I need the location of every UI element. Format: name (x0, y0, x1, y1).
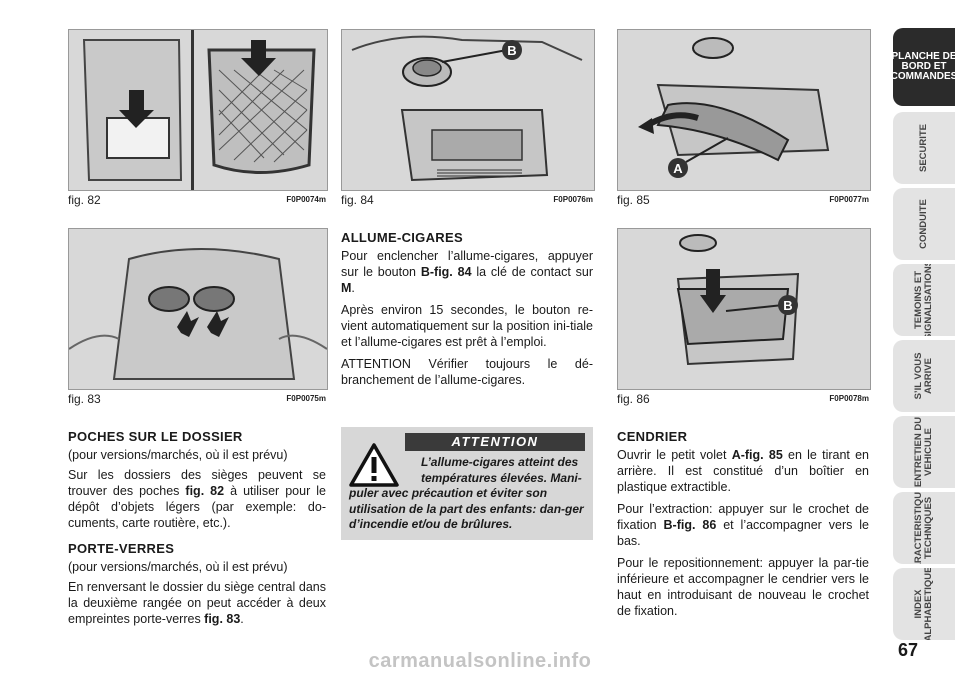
tab-securite[interactable]: SECURITE (893, 112, 955, 184)
figure-82-image (68, 29, 328, 191)
paragraph-porte-verres: En renversant le dossier du siège centra… (68, 580, 326, 626)
ashtray-open-illustration: A (618, 30, 870, 190)
figure-83-caption: fig. 83 (68, 392, 101, 406)
paragraph-allume-3: ATTENTION Vérifier toujours le dé-branch… (341, 357, 593, 387)
figure-86-caption: fig. 86 (617, 392, 650, 406)
figure-84-caption: fig. 84 (341, 193, 374, 207)
tab-entretien[interactable]: ENTRETIEN DU VEHICULE (893, 416, 955, 488)
figure-85-image: A (617, 29, 871, 191)
tab-caracteristiques[interactable]: CARACTERISTIQUES TECHNIQUES (893, 492, 955, 564)
figure-85-code: F0P0077m (829, 195, 869, 204)
section-title-poches: POCHES SUR LE DOSSIER (68, 429, 243, 444)
figure-85-caption: fig. 85 (617, 193, 650, 207)
tab-temoins[interactable]: TEMOINS ET SIGNALISATIONS (893, 264, 955, 336)
paragraph-cendrier-3: Pour le repositionnement: appuyer la par… (617, 556, 869, 618)
column-middle: ALLUME-CIGARES Pour enclencher l’allume-… (341, 230, 593, 394)
figure-86-code: F0P0078m (829, 394, 869, 403)
section-sub-porte-verres: (pour versions/marchés, où il est prévu) (68, 560, 288, 574)
column-right: CENDRIER Ouvrir le petit volet A-fig. 85… (617, 429, 869, 625)
section-title-allume-cigares: ALLUME-CIGARES (341, 230, 463, 245)
cigarette-lighter-illustration: B (342, 30, 594, 190)
tab-sil-vous-arrive[interactable]: S’IL VOUS ARRIVE (893, 340, 955, 412)
section-sub-poches: (pour versions/marchés, où il est prévu) (68, 448, 288, 462)
figure-86-callout: B (783, 298, 792, 313)
figure-84-callout: B (507, 43, 516, 58)
page-number: 67 (897, 640, 919, 660)
warning-triangle-icon (349, 443, 399, 487)
paragraph-cendrier-1: Ouvrir le petit volet A-fig. 85 en le ti… (617, 448, 870, 494)
figure-82-code: F0P0074m (286, 195, 326, 204)
watermark: carmanualsonline.info (368, 650, 592, 672)
section-title-cendrier: CENDRIER (617, 429, 688, 444)
tab-planche-de-bord[interactable]: PLANCHE DE BORD ET COMMANDES (893, 28, 955, 106)
cup-holder-illustration (69, 229, 327, 389)
figure-86-image: B (617, 228, 871, 390)
section-title-porte-verres: PORTE-VERRES (68, 541, 175, 556)
warning-title: ATTENTION (405, 433, 585, 451)
paragraph-cendrier-2: Pour l’extraction: appuyer sur le croche… (617, 502, 870, 548)
column-left: POCHES SUR LE DOSSIER (pour versions/mar… (68, 429, 326, 633)
ashtray-removal-illustration: B (618, 229, 870, 389)
paragraph-allume-1: Pour enclencher l’allume-cigares, appuye… (341, 249, 593, 295)
warning-text: L’allume-cigares atteint des température… (349, 455, 584, 531)
figure-84-code: F0P0076m (553, 195, 593, 204)
figure-85-callout: A (673, 161, 683, 176)
seat-pocket-illustration (69, 30, 327, 190)
tab-conduite[interactable]: CONDUITE (893, 188, 955, 260)
figure-82-caption: fig. 82 (68, 193, 101, 207)
warning-box: ATTENTION L’allume-cigares atteint des t… (341, 427, 593, 540)
figure-84-image: B (341, 29, 595, 191)
figure-83-code: F0P0075m (286, 394, 326, 403)
tab-index[interactable]: INDEX ALPHABETIQUE (893, 568, 955, 640)
figure-83-image (68, 228, 328, 390)
paragraph-allume-2: Après environ 15 secondes, le bouton re-… (341, 303, 593, 349)
paragraph-poches: Sur les dossiers des sièges peuvent se t… (68, 468, 326, 530)
